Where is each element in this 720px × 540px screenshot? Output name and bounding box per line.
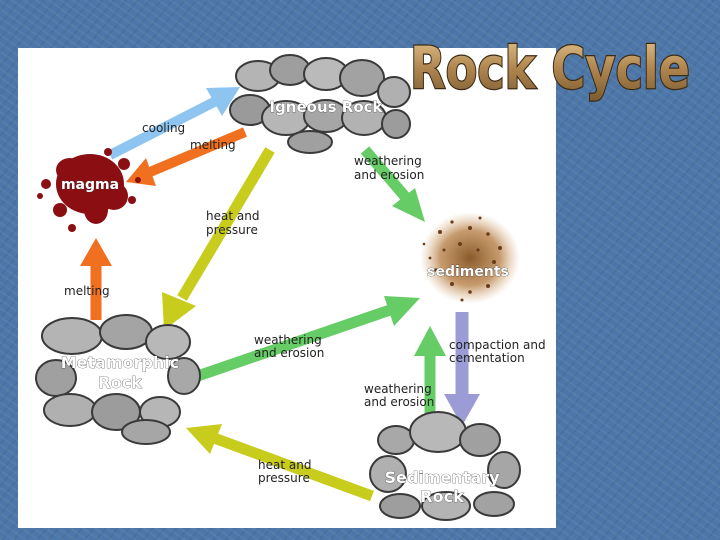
label-melting-metamorphic: melting xyxy=(64,284,110,298)
label-weathering-sedimentary-1: weathering xyxy=(364,382,432,396)
label-heat-pressure-sedimentary-1: heat and xyxy=(258,458,311,472)
label-compaction-2: cementation xyxy=(449,351,525,365)
arrow-cooling xyxy=(107,87,240,160)
label-weathering-metamorphic-1: weathering xyxy=(254,333,322,347)
sedimentary-rock-label-line2: Rock xyxy=(420,487,464,506)
label-heat-pressure-sedimentary-2: pressure xyxy=(258,471,310,485)
label-weathering-igneous-1: weathering xyxy=(354,154,422,168)
metamorphic-rock-label-line1: Metamorphic xyxy=(61,353,180,372)
arrow-heat-pressure-igneous xyxy=(162,147,275,330)
label-heat-pressure-igneous-1: heat and xyxy=(206,209,259,223)
metamorphic-rock-node xyxy=(35,314,201,445)
arrow-weathering-sedimentary xyxy=(414,326,446,418)
arrow-weathering-igneous xyxy=(360,146,425,222)
label-heat-pressure-igneous-2: pressure xyxy=(206,223,258,237)
label-weathering-igneous-2: and erosion xyxy=(354,168,424,182)
sedimentary-rock-label-line1: Sedimentary xyxy=(385,468,501,487)
slide-title: Rock Cycle xyxy=(409,33,692,104)
sediments-node xyxy=(420,212,520,304)
arrow-heat-pressure-sedimentary xyxy=(186,424,374,502)
arrow-melting-metamorphic xyxy=(80,238,112,320)
label-melting-igneous: melting xyxy=(190,138,236,152)
label-weathering-sedimentary-2: and erosion xyxy=(364,395,434,409)
arrow-weathering-metamorphic xyxy=(190,296,420,384)
arrow-melting-igneous xyxy=(126,127,247,186)
label-cooling: cooling xyxy=(142,121,185,135)
label-weathering-metamorphic-2: and erosion xyxy=(254,346,324,360)
label-compaction-1: compaction and xyxy=(449,338,546,352)
igneous-rock-node xyxy=(229,54,411,154)
magma-label: magma xyxy=(61,177,119,193)
igneous-rock-label: Igneous Rock xyxy=(269,98,383,116)
sedimentary-rock-node xyxy=(369,411,521,521)
arrow-compaction xyxy=(444,312,480,426)
sediments-label: sediments xyxy=(427,264,509,280)
title-text: Rock Cycle xyxy=(410,34,690,102)
metamorphic-rock-label-line2: Rock xyxy=(98,373,142,392)
magma-node xyxy=(37,148,141,232)
